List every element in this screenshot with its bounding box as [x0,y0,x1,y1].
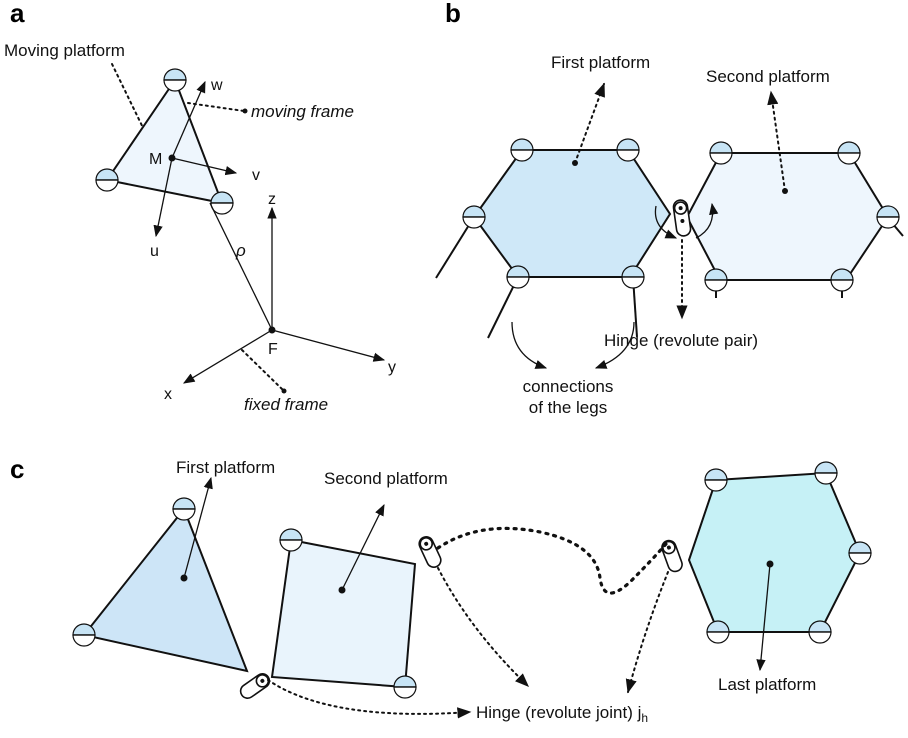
label-hinge-b: Hinge (revolute pair) [604,331,758,350]
ball-joint [72,623,96,647]
ball-joint [706,620,730,644]
hinge-cylinder-c1 [237,670,273,702]
label-axis-w: w [210,77,223,94]
rotation-arrow-right [695,202,719,239]
label-hinge-c: Hinge (revolute joint) jh [476,703,648,725]
pointer-moving-platform [111,63,149,139]
label-moving-platform: Moving platform [4,41,125,60]
panel-b: b First platform Second platform [435,0,904,417]
label-axis-y: y [388,359,396,376]
second-platform-square [270,538,417,689]
axis-w [171,80,206,159]
rotation-arrow-left [654,205,678,239]
arrow-connection-right [594,321,635,369]
label-last-platform-c: Last platform [718,675,816,694]
ball-joint [808,620,832,644]
label-axis-u: u [150,243,159,260]
label-first-platform-c: First platform [176,458,275,477]
axis-v [171,157,238,176]
hinge-cylinder-c3 [659,537,685,575]
pointer-hinge-c3 [625,571,669,694]
hinge-cylinder-b [672,199,692,237]
ball-joint [848,541,872,565]
ball-joint [172,497,196,521]
pointer-fixed-frame [241,349,284,391]
arrow-connection-left [511,321,548,369]
ball-joint [95,168,119,192]
label-second-platform-b: Second platform [706,67,830,86]
moving-platform-triangle [105,77,224,205]
ball-joint [510,138,534,162]
label-first-platform-b: First platform [551,53,650,72]
ball-joint [616,138,640,162]
ball-joint [621,265,645,289]
axis-x [182,329,273,384]
ball-joint [704,468,728,492]
label-hinge-c-sub: h [641,711,648,725]
ball-joint [506,265,530,289]
first-platform-hexagon [472,149,672,278]
label-second-platform-c: Second platform [324,469,448,488]
pointer-hinge-c1 [267,679,472,719]
axis-u [153,157,173,238]
pointer-moving-frame [187,102,245,112]
axis-y [271,329,386,362]
label-hinge-c-main: Hinge (revolute joint) j [476,703,641,722]
pointer-first-platform-b [574,82,605,164]
label-axis-z: z [268,191,276,208]
ball-joint [830,268,854,292]
panel-label-c: c [10,454,24,484]
pointer-second-platform-b [767,90,786,192]
label-rho: ρ [235,241,246,260]
ball-joint [279,528,303,552]
ball-joint [704,268,728,292]
pointer-last-platform-c [756,563,771,672]
label-connections-line1: connections [523,377,614,396]
second-platform-hexagon [685,152,890,281]
panel-label-a: a [10,0,25,28]
ball-joint [814,461,838,485]
ball-joint [462,205,486,229]
label-axis-v: v [252,167,260,184]
ball-joint [709,141,733,165]
vector-rho [209,202,273,331]
pointer-hinge-c2 [437,567,530,687]
label-point-m: M [149,151,162,168]
label-point-f: F [268,341,278,358]
last-platform-hexagon [687,471,862,633]
label-fixed-frame: fixed frame [244,395,328,414]
panel-label-b: b [445,0,461,28]
hinge-cylinder-c2 [416,533,444,571]
ball-joint [393,675,417,699]
chain-link-dotted [436,526,668,595]
ball-joint [876,205,900,229]
ball-joint [837,141,861,165]
ball-joint [163,68,187,92]
first-platform-triangle [82,507,249,673]
label-connections-line2: of the legs [529,398,607,417]
pointer-first-platform-c [183,476,213,579]
panel-a: a Moving platform moving frame M w v u ρ… [4,0,396,414]
panel-c: c First platform Second platform Last pl… [10,454,872,725]
pointer-second-platform-c [341,503,385,591]
label-moving-frame: moving frame [251,102,354,121]
label-axis-x: x [164,386,172,403]
